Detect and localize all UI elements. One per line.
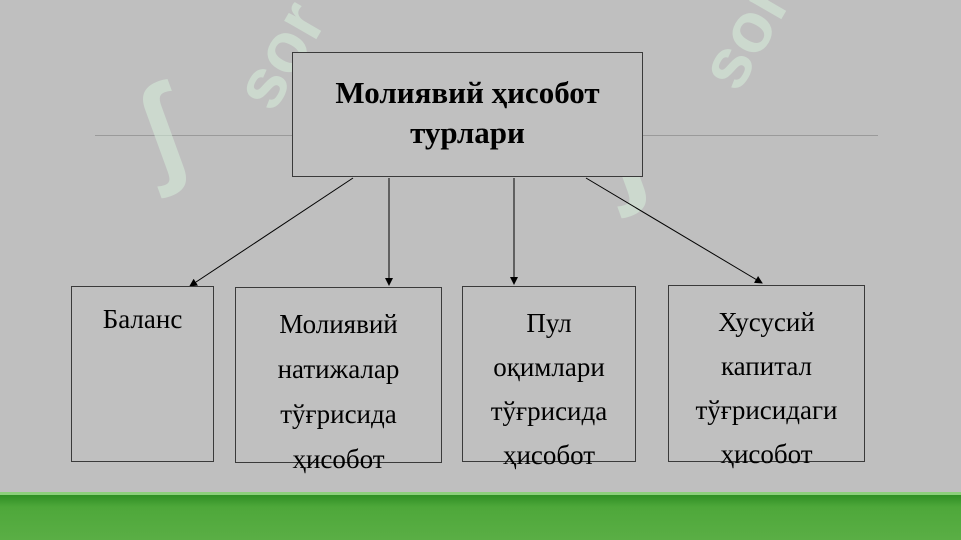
node-financial-results-report: Молиявий натижалар тўғрисида ҳисобот: [235, 287, 442, 474]
node-equity-report: Хусусий капитал тўғрисидаги ҳисобот: [668, 285, 865, 469]
root-node-label: Молиявий ҳисобот турлари: [335, 74, 600, 150]
footer-band-highlight: [0, 492, 961, 496]
node-cash-flows-report: Пул оқимлари тўғрисида ҳисобот: [462, 286, 636, 470]
arrow-to-equity: [585, 177, 763, 284]
footer-green-band: [0, 495, 961, 540]
node-balance: Баланс: [71, 286, 214, 462]
root-node-financial-statement-types: Молиявий ҳисобот турлари: [292, 52, 643, 177]
arrow-to-balance: [189, 177, 354, 287]
